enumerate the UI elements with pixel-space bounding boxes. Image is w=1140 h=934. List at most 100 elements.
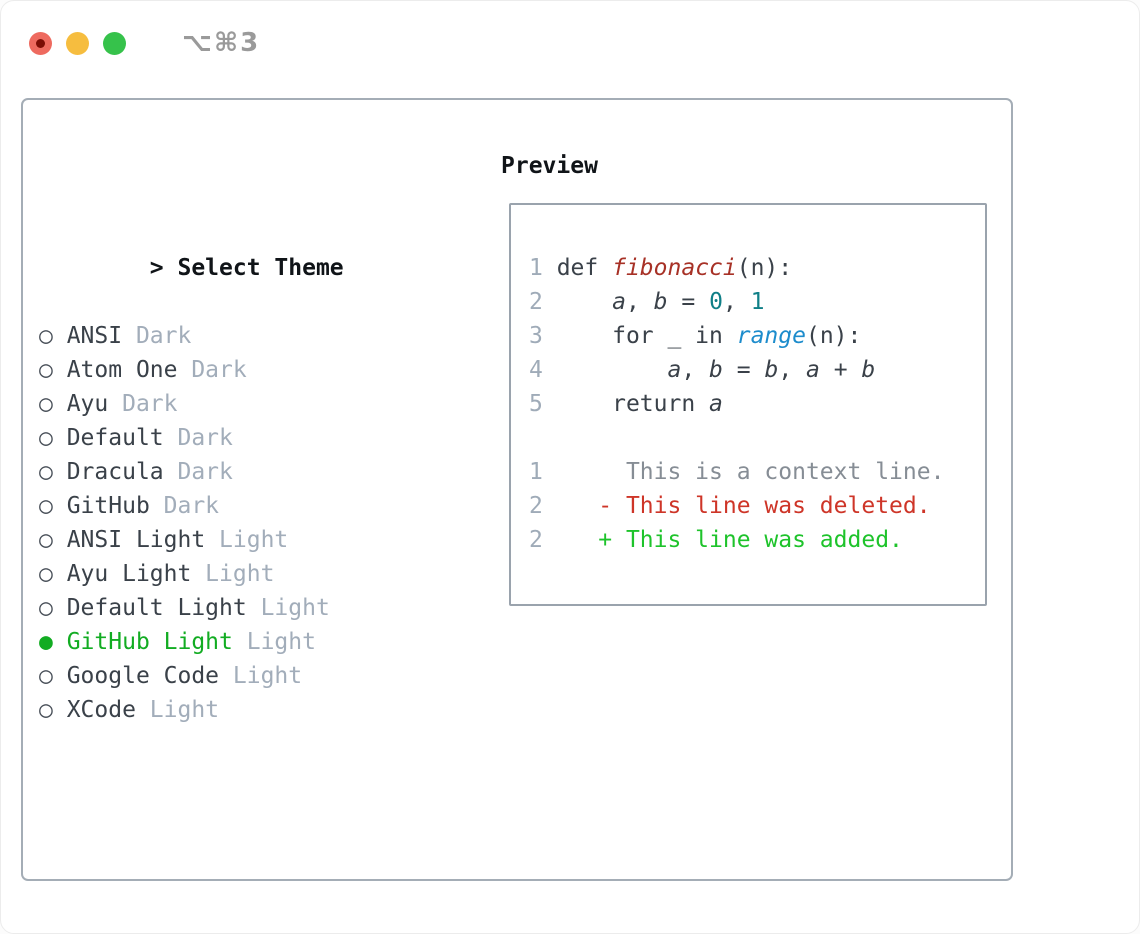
code-segment bbox=[543, 357, 668, 383]
theme-picker-panel: >Select Theme ○ ANSI Dark○ Atom One Dark… bbox=[21, 98, 1013, 881]
theme-option[interactable]: ○ Default Dark bbox=[39, 421, 469, 455]
line-number: 2 bbox=[529, 493, 543, 519]
line-number: 5 bbox=[529, 391, 543, 417]
code-segment bbox=[543, 289, 612, 315]
line-number: 4 bbox=[529, 357, 543, 383]
theme-name: Atom One bbox=[66, 357, 178, 383]
theme-variant: Dark bbox=[163, 459, 233, 485]
code-segment: , bbox=[681, 357, 710, 383]
theme-name: Default bbox=[66, 425, 164, 451]
theme-variant: Light bbox=[135, 697, 220, 723]
code-segment: , bbox=[778, 357, 807, 383]
code-segment: (n): bbox=[805, 323, 862, 349]
line-number: 2 bbox=[529, 289, 543, 315]
diff-line-added: 2 + This line was added. bbox=[529, 523, 944, 557]
code-segment bbox=[543, 493, 598, 519]
theme-option[interactable]: ○ Atom One Dark bbox=[39, 353, 469, 387]
diff-line-context: 1 This is a context line. bbox=[529, 455, 944, 489]
theme-variant: Dark bbox=[149, 493, 220, 519]
theme-variant: Light bbox=[205, 527, 289, 553]
radio-icon: ○ bbox=[39, 595, 67, 621]
code-segment: def bbox=[542, 255, 613, 281]
theme-option[interactable]: ○ Dracula Dark bbox=[39, 455, 469, 489]
theme-options-group: ○ ANSI Dark○ Atom One Dark○ Ayu Dark○ De… bbox=[39, 319, 469, 727]
minimize-button[interactable] bbox=[66, 31, 89, 55]
code-line: 3 for _ in range(n): bbox=[529, 319, 944, 353]
code-line: 2 a, b = 0, 1 bbox=[529, 285, 944, 319]
theme-name: XCode bbox=[66, 697, 136, 723]
zoom-button[interactable] bbox=[103, 31, 126, 55]
radio-icon: ○ bbox=[39, 391, 67, 417]
theme-variant: Dark bbox=[177, 357, 247, 383]
select-theme-header: > Select Theme bbox=[39, 217, 469, 281]
theme-option[interactable]: ○ XCode Light bbox=[39, 693, 469, 727]
theme-name: Default Light bbox=[66, 595, 247, 621]
theme-name: Ayu Light bbox=[66, 561, 192, 587]
code-segment: + bbox=[819, 357, 862, 383]
code-segment: - This line was deleted. bbox=[598, 493, 931, 519]
blank-line bbox=[529, 421, 944, 455]
theme-option[interactable]: ○ Ayu Dark bbox=[39, 387, 469, 421]
code-segment: a bbox=[806, 357, 820, 383]
close-button[interactable] bbox=[29, 31, 52, 55]
code-segment: 0 bbox=[709, 289, 723, 315]
theme-name: ANSI bbox=[66, 323, 123, 349]
theme-name: ANSI Light bbox=[66, 527, 206, 553]
code-segment: b bbox=[653, 289, 668, 315]
code-segment: a bbox=[612, 289, 626, 315]
code-segment: for _ in bbox=[542, 323, 737, 349]
radio-icon: ○ bbox=[39, 663, 67, 689]
code-segment: return bbox=[542, 391, 710, 417]
code-segment: 1 bbox=[750, 289, 765, 315]
code-segment: + This line was added. bbox=[598, 527, 903, 553]
code-segment: b bbox=[709, 357, 723, 383]
radio-icon: ○ bbox=[39, 527, 67, 553]
theme-option[interactable]: ○ Google Code Light bbox=[39, 659, 469, 693]
theme-option[interactable]: ○ GitHub Dark bbox=[39, 489, 469, 523]
theme-option[interactable]: ○ ANSI Light Light bbox=[39, 523, 469, 557]
theme-option[interactable]: ● GitHub Light Light bbox=[39, 625, 469, 659]
code-segment: , bbox=[722, 289, 751, 315]
theme-name: Google Code bbox=[66, 663, 220, 689]
theme-list: >Select Theme ○ ANSI Dark○ Atom One Dark… bbox=[39, 149, 469, 933]
diff-line-deleted: 2 - This line was deleted. bbox=[529, 489, 944, 523]
titlebar: ⌥⌘3 bbox=[29, 28, 260, 58]
theme-variant: Light bbox=[246, 595, 330, 621]
code-segment: (n): bbox=[736, 255, 793, 281]
code-segment: = bbox=[722, 357, 765, 383]
radio-icon: ○ bbox=[39, 425, 67, 451]
line-number: 3 bbox=[529, 323, 543, 349]
radio-icon: ○ bbox=[39, 561, 67, 587]
theme-name: Ayu bbox=[66, 391, 109, 417]
theme-option[interactable]: ○ Ayu Light Light bbox=[39, 557, 469, 591]
focus-cursor-icon: > bbox=[149, 255, 164, 281]
theme-variant: Light bbox=[219, 663, 303, 689]
code-segment bbox=[543, 527, 598, 553]
code-segment: a bbox=[709, 391, 723, 417]
radio-icon: ○ bbox=[39, 323, 67, 349]
theme-variant: Dark bbox=[108, 391, 178, 417]
code-segment: , bbox=[625, 289, 654, 315]
code-segment: This is a context line. bbox=[542, 459, 945, 485]
theme-variant: Dark bbox=[163, 425, 233, 451]
line-number: 1 bbox=[529, 255, 543, 281]
code-segment: b bbox=[764, 357, 779, 383]
window-shortcut-label: ⌥⌘3 bbox=[182, 28, 261, 58]
theme-name: GitHub Light bbox=[66, 629, 233, 655]
radio-icon: ● bbox=[39, 629, 67, 655]
radio-icon: ○ bbox=[39, 459, 67, 485]
theme-name: Dracula bbox=[66, 459, 164, 485]
code-segment: fibonacci bbox=[612, 255, 737, 281]
line-number: 2 bbox=[529, 527, 543, 553]
close-button-dot-icon bbox=[36, 38, 45, 48]
theme-option[interactable]: ○ ANSI Dark bbox=[39, 319, 469, 353]
code-segment: = bbox=[667, 289, 710, 315]
theme-option[interactable]: ○ Default Light Light bbox=[39, 591, 469, 625]
theme-variant: Light bbox=[191, 561, 275, 587]
select-theme-title: Select Theme bbox=[177, 255, 344, 281]
code-line: 5 return a bbox=[529, 387, 944, 421]
code-segment: b bbox=[861, 357, 876, 383]
